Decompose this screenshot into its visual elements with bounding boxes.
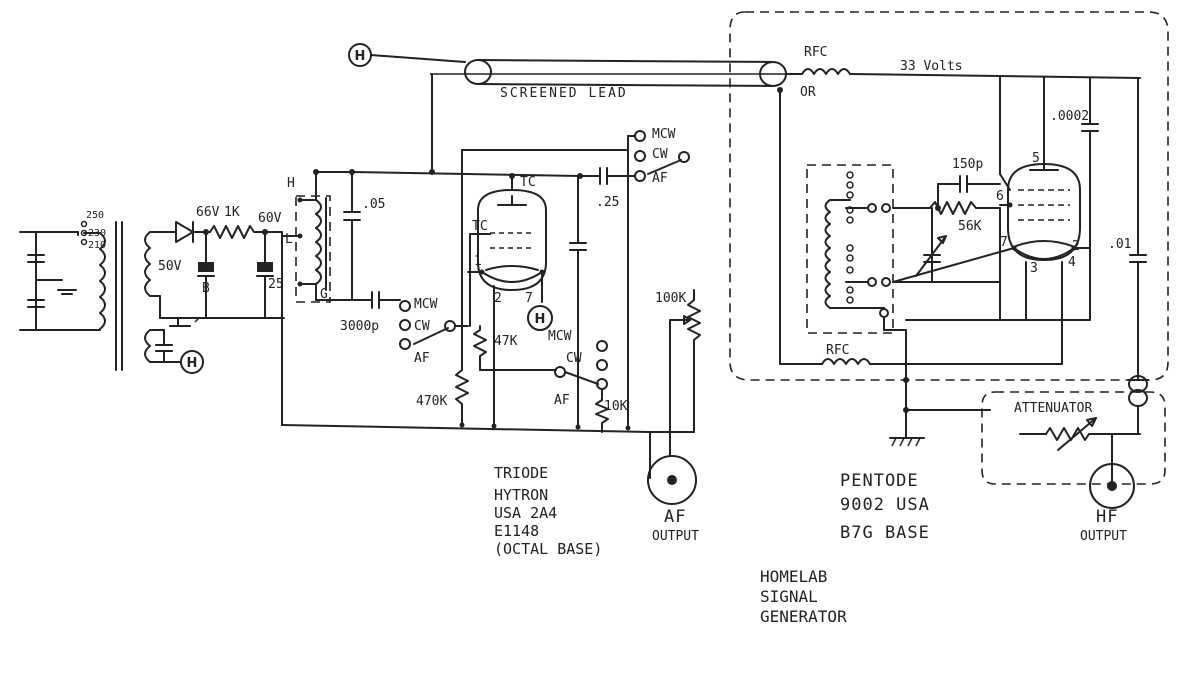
triode-note-4: E1148 bbox=[494, 522, 539, 540]
label-pin1t: 1 bbox=[474, 254, 482, 269]
label-mcw-low: MCW bbox=[548, 329, 572, 344]
label-r10k: 10K bbox=[604, 399, 628, 414]
label-r100k: 100K bbox=[655, 291, 686, 306]
power-supply bbox=[19, 220, 301, 426]
label-af-top: AF bbox=[652, 171, 668, 186]
title-line-3: GENERATOR bbox=[760, 607, 847, 626]
triode-coil-shield-box bbox=[295, 195, 331, 303]
label-mcw-top: MCW bbox=[652, 127, 676, 142]
pentode-note-3: B7G BASE bbox=[840, 523, 930, 543]
label-hf-label: HF bbox=[1096, 507, 1118, 527]
label-or: OR bbox=[800, 85, 816, 100]
label-hf-output: OUTPUT bbox=[1080, 529, 1127, 544]
attenuator-shield-box bbox=[981, 391, 1166, 485]
label-attenuator: ATTENUATOR bbox=[1014, 401, 1092, 416]
heater-terminal-top: H bbox=[348, 43, 466, 67]
triode-note-3: USA 2A4 bbox=[494, 504, 557, 522]
label-pin7t: 7 bbox=[525, 291, 533, 306]
pentode-section bbox=[194, 68, 1147, 447]
title-line-2: SIGNAL bbox=[760, 587, 818, 606]
heater-terminal-supply: H bbox=[177, 350, 204, 374]
pentode-note-1: PENTODE bbox=[840, 471, 919, 491]
triode-note-1: TRIODE bbox=[494, 464, 548, 482]
label-c01: .01 bbox=[1108, 237, 1131, 252]
pentode-note-2: 9002 USA bbox=[840, 495, 930, 515]
label-mcw-mid: MCW bbox=[414, 297, 438, 312]
label-rfc-top: RFC bbox=[804, 45, 827, 60]
label-rfc-bottom: RFC bbox=[826, 343, 849, 358]
label-af-output: OUTPUT bbox=[652, 529, 699, 544]
label-pin5: 5 bbox=[1032, 151, 1040, 166]
label-tc1: TC bbox=[520, 175, 536, 190]
triode-note-2: HYTRON bbox=[494, 486, 548, 504]
label-tap230: 230 bbox=[88, 228, 106, 239]
label-c0002: .0002 bbox=[1050, 109, 1089, 124]
label-coil-g: G bbox=[320, 287, 328, 302]
label-r47k: 47K bbox=[494, 334, 518, 349]
oscillator-shield-box bbox=[729, 11, 1169, 381]
screened-lead: SCREENED LEAD bbox=[429, 59, 800, 175]
label-c25-top: .25 bbox=[596, 195, 619, 210]
label-h-heater: H bbox=[187, 356, 198, 371]
label-r470k: 470K bbox=[416, 394, 447, 409]
label-pin3p: 3 bbox=[1030, 261, 1038, 276]
label-screened-lead: SCREENED LEAD bbox=[500, 86, 628, 101]
coil-switch-shield-box bbox=[806, 164, 894, 334]
label-v33: 33 Volts bbox=[900, 59, 963, 74]
label-v66: 66V bbox=[196, 205, 220, 220]
label-cw-low: CW bbox=[566, 351, 582, 366]
label-v60: 60V bbox=[258, 211, 282, 226]
label-r1k: 1K bbox=[224, 205, 240, 220]
label-v50: 50V bbox=[158, 259, 182, 274]
triode-section: H L G bbox=[281, 130, 701, 505]
label-pin2p: 2 bbox=[1072, 239, 1080, 254]
label-af-low: AF bbox=[554, 393, 570, 408]
triode-note-5: (OCTAL BASE) bbox=[494, 540, 602, 558]
label-tap210: 210 bbox=[88, 240, 106, 251]
label-cap-b: B bbox=[202, 281, 210, 296]
label-tap250: 250 bbox=[86, 210, 104, 221]
label-tc2: TC bbox=[472, 219, 488, 234]
label-pin6: 6 bbox=[996, 189, 1004, 204]
label-cw-mid: CW bbox=[414, 319, 430, 334]
label-pin2t: 2 bbox=[494, 291, 502, 306]
label-pin7p: 7 bbox=[1000, 235, 1008, 250]
label-af-mid: AF bbox=[414, 351, 430, 366]
label-c150p: 150p bbox=[952, 157, 983, 172]
label-cw-top: CW bbox=[652, 147, 668, 162]
label-coil-h: H bbox=[287, 176, 295, 191]
label-h-top: H bbox=[355, 49, 366, 64]
label-pin4p: 4 bbox=[1068, 255, 1076, 270]
label-af-label: AF bbox=[664, 507, 686, 527]
label-c25: 25 bbox=[268, 277, 284, 292]
label-c3000p: 3000p bbox=[340, 319, 379, 334]
attenuator-section bbox=[1019, 375, 1149, 509]
label-r56k: 56K bbox=[958, 219, 982, 234]
label-h-tube: H bbox=[535, 312, 546, 327]
label-c05: .05 bbox=[362, 197, 385, 212]
label-coil-l: L bbox=[285, 232, 293, 247]
title-line-1: HOMELAB bbox=[760, 567, 827, 586]
